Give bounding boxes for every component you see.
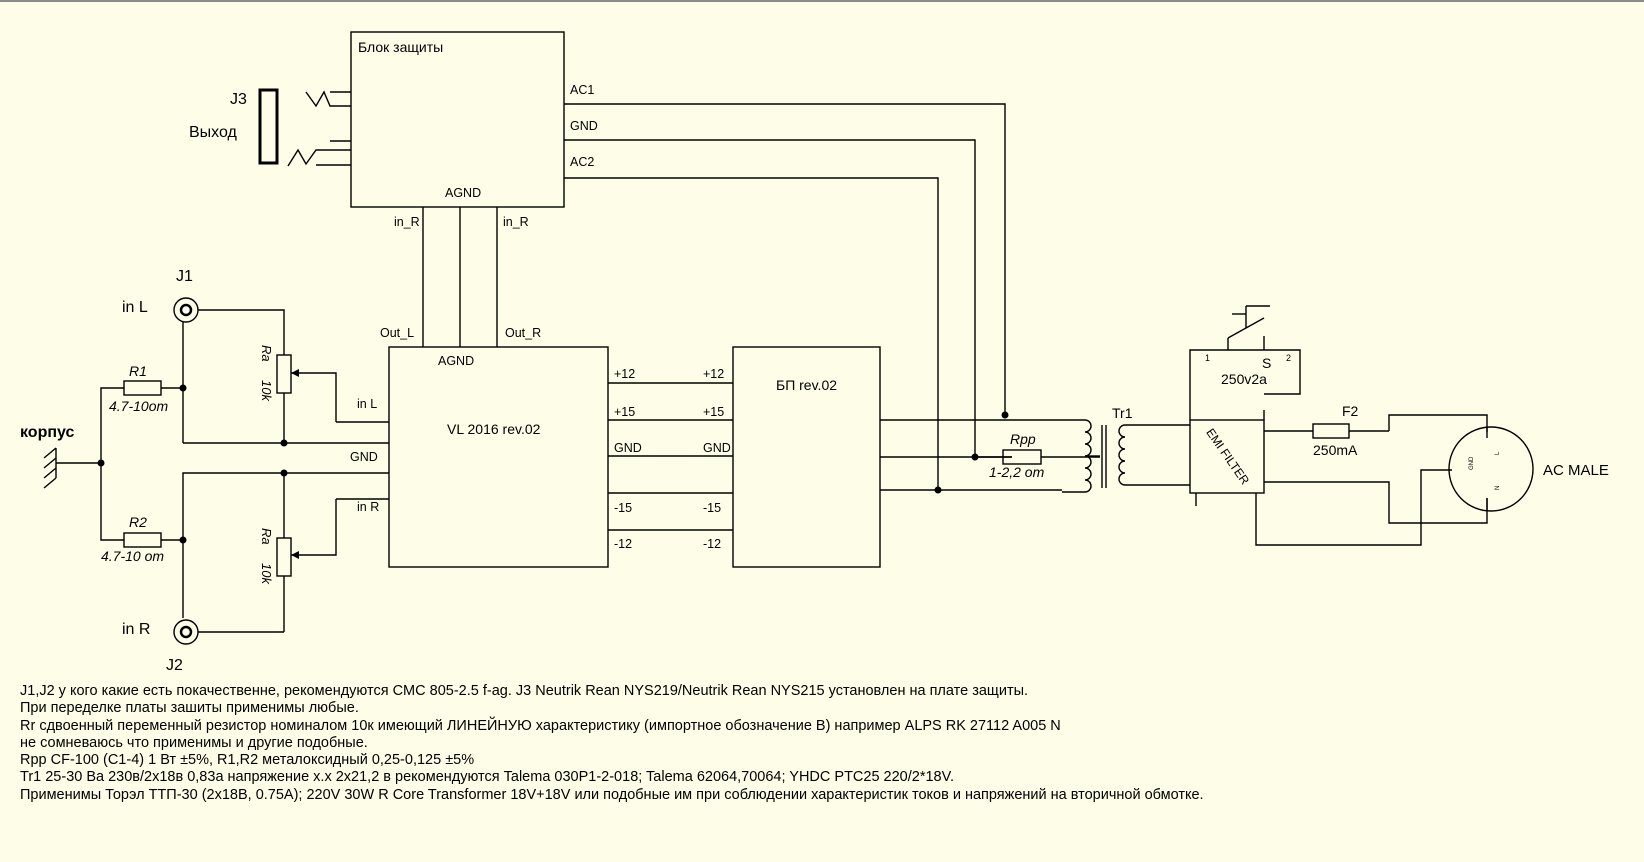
f2-label: F2 <box>1342 403 1359 419</box>
ac-male-label: AC MALE <box>1543 462 1609 479</box>
j2-connector: in R J2 <box>122 619 199 674</box>
ra-bottom-potentiometer: Ra 10k <box>259 499 337 632</box>
r1-resistor: R1 4.7-10om <box>100 363 183 463</box>
j1-label: J1 <box>176 268 193 285</box>
ra-top-potentiometer: Ra 10k <box>259 345 337 443</box>
switch-s: 1 2 S 250v2a <box>1189 305 1301 420</box>
psu-title: БП rev.02 <box>776 377 837 393</box>
amp-p15-label: +15 <box>614 405 635 419</box>
j3-connector: J3 Выход <box>189 88 351 167</box>
amp-gndr-label: GND <box>614 441 642 455</box>
switch-label: S <box>1262 355 1271 371</box>
emi-filter: EMI FILTER <box>1189 410 1265 506</box>
j2-label: J2 <box>166 657 183 674</box>
r2-resistor: R2 4.7-10 om <box>100 463 183 564</box>
j3-label: J3 <box>230 91 247 108</box>
in-l-label: in L <box>122 299 148 316</box>
tr1-label: Tr1 <box>1112 405 1133 421</box>
protection-gnd-label: GND <box>570 119 598 133</box>
psu-m15-label: -15 <box>703 501 721 515</box>
protection-ac1-label: AC1 <box>570 83 594 97</box>
ac-male-connector: GND L N AC MALE <box>1448 426 1609 512</box>
r2-label: R2 <box>129 514 147 530</box>
note-line: При переделке платы зашиты применимы люб… <box>20 700 359 717</box>
amp-in-l-label: in L <box>357 397 377 411</box>
in-r-label: in R <box>122 621 150 638</box>
rpp-resistor: Rpp 1-2,2 om <box>989 431 1100 480</box>
amp-out-r-label: Out_R <box>505 326 541 340</box>
ac-gnd-pin: GND <box>1469 456 1475 470</box>
protection-ac2-label: AC2 <box>570 155 594 169</box>
rpp-value: 1-2,2 om <box>989 464 1045 480</box>
amp-out-l-label: Out_L <box>380 326 414 340</box>
ra-bottom-label: Ra <box>259 528 274 545</box>
amp-m15-label: -15 <box>614 501 632 515</box>
note-line: J1,J2 у кого какие есть покачественне, р… <box>20 683 1029 699</box>
note-line: Rpp CF-100 (C1-4) 1 Вт ±5%, R1,R2 метало… <box>20 752 475 769</box>
note-line: Tr1 25-30 Ва 230в/2х18в 0,83а напряжение… <box>20 769 954 786</box>
protection-agnd-label: AGND <box>445 186 481 200</box>
switch-pin1: 1 <box>1205 353 1210 363</box>
top-border <box>0 0 1644 2</box>
amp-p12-label: +12 <box>614 367 635 381</box>
rpp-label: Rpp <box>1010 431 1036 447</box>
protection-block: Блок защиты AC1 GND AC2 AGND in_R in_R <box>350 31 598 229</box>
protection-title: Блок защиты <box>358 39 443 55</box>
korpus-label: корпус <box>20 424 75 441</box>
psu-m12-label: -12 <box>703 537 721 551</box>
transformer-tr1: Tr1 <box>1062 405 1160 493</box>
ac-l-pin: L <box>1495 451 1501 455</box>
protection-in-r-label-left: in_R <box>394 215 420 229</box>
psu-gnd-label: GND <box>703 441 731 455</box>
psu-p15-label: +15 <box>703 405 724 419</box>
chassis-ground: корпус <box>20 424 105 489</box>
amp-title: VL 2016 rev.02 <box>447 421 541 437</box>
fuse-f2: F2 250mA <box>1264 403 1389 458</box>
notes: J1,J2 у кого какие есть покачественне, р… <box>20 683 1620 804</box>
switch-pin2: 2 <box>1286 353 1291 363</box>
r1-label: R1 <box>129 363 147 379</box>
note-line: не сомневаюсь что применимы и другие под… <box>20 734 368 751</box>
note-line: Применимы Торэл ТТП-30 (2х18В, 0.75А); 2… <box>20 786 1204 803</box>
note-line: Rr сдвоенный переменный резистор номинал… <box>20 717 1061 734</box>
ra-top-value: 10k <box>259 380 274 402</box>
psu-block: БП rev.02 +12 +15 GND -15 -12 <box>703 346 881 568</box>
psu-p12-label: +12 <box>703 367 724 381</box>
r2-value: 4.7-10 om <box>101 548 164 564</box>
switch-value: 250v2a <box>1221 371 1267 387</box>
schematic: Блок защиты AC1 GND AC2 AGND in_R in_R J… <box>20 31 1609 674</box>
amp-gnd-label: GND <box>350 450 378 464</box>
amp-block: VL 2016 rev.02 AGND Out_L Out_R in L GND… <box>350 326 642 568</box>
r1-value: 4.7-10om <box>109 398 168 414</box>
amp-in-r-label: in R <box>357 500 379 514</box>
emi-title: EMI FILTER <box>1203 426 1252 488</box>
j1-connector: J1 in L <box>122 268 199 323</box>
amp-m12-label: -12 <box>614 537 632 551</box>
ac-n-pin: N <box>1495 486 1501 490</box>
amp-agnd-label: AGND <box>438 354 474 368</box>
f2-value: 250mA <box>1313 442 1358 458</box>
vyhod-label: Выход <box>189 124 238 141</box>
ra-bottom-value: 10k <box>259 563 274 585</box>
ra-top-label: Ra <box>259 345 274 362</box>
protection-in-r-label-right: in_R <box>503 215 529 229</box>
